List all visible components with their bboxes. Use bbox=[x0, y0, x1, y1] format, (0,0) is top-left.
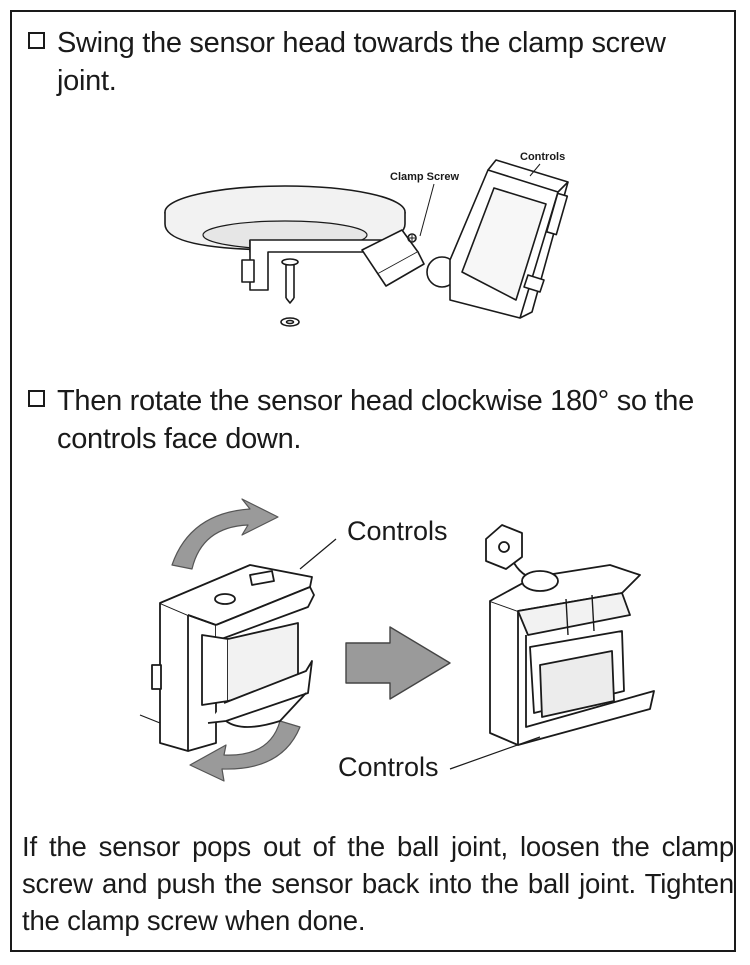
rotate-sensor-illustration bbox=[139, 498, 655, 782]
checkbox-icon bbox=[28, 32, 45, 49]
clamp-screw-label: Clamp Screw bbox=[390, 171, 460, 183]
step-swing-sensor: Swing the sensor head towards the clamp … bbox=[28, 24, 728, 100]
instruction-frame bbox=[10, 10, 736, 952]
direction-arrow-icon bbox=[345, 626, 451, 700]
step-rotate-sensor: Then rotate the sensor head clockwise 18… bbox=[28, 382, 733, 458]
controls-label-small: Controls bbox=[520, 151, 566, 163]
step-text: Swing the sensor head towards the clamp … bbox=[57, 27, 666, 97]
ball-joint-note: If the sensor pops out of the ball joint… bbox=[22, 831, 734, 936]
controls-label-top: Controls bbox=[347, 516, 448, 546]
step-text: Then rotate the sensor head clockwise 18… bbox=[57, 385, 694, 455]
swing-sensor-illustration bbox=[164, 159, 569, 327]
rotate-arrow-top-icon bbox=[171, 498, 279, 570]
checkbox-icon bbox=[28, 390, 45, 407]
rotate-arrow-bottom-icon bbox=[189, 720, 301, 782]
controls-label-bottom: Controls bbox=[338, 752, 439, 782]
